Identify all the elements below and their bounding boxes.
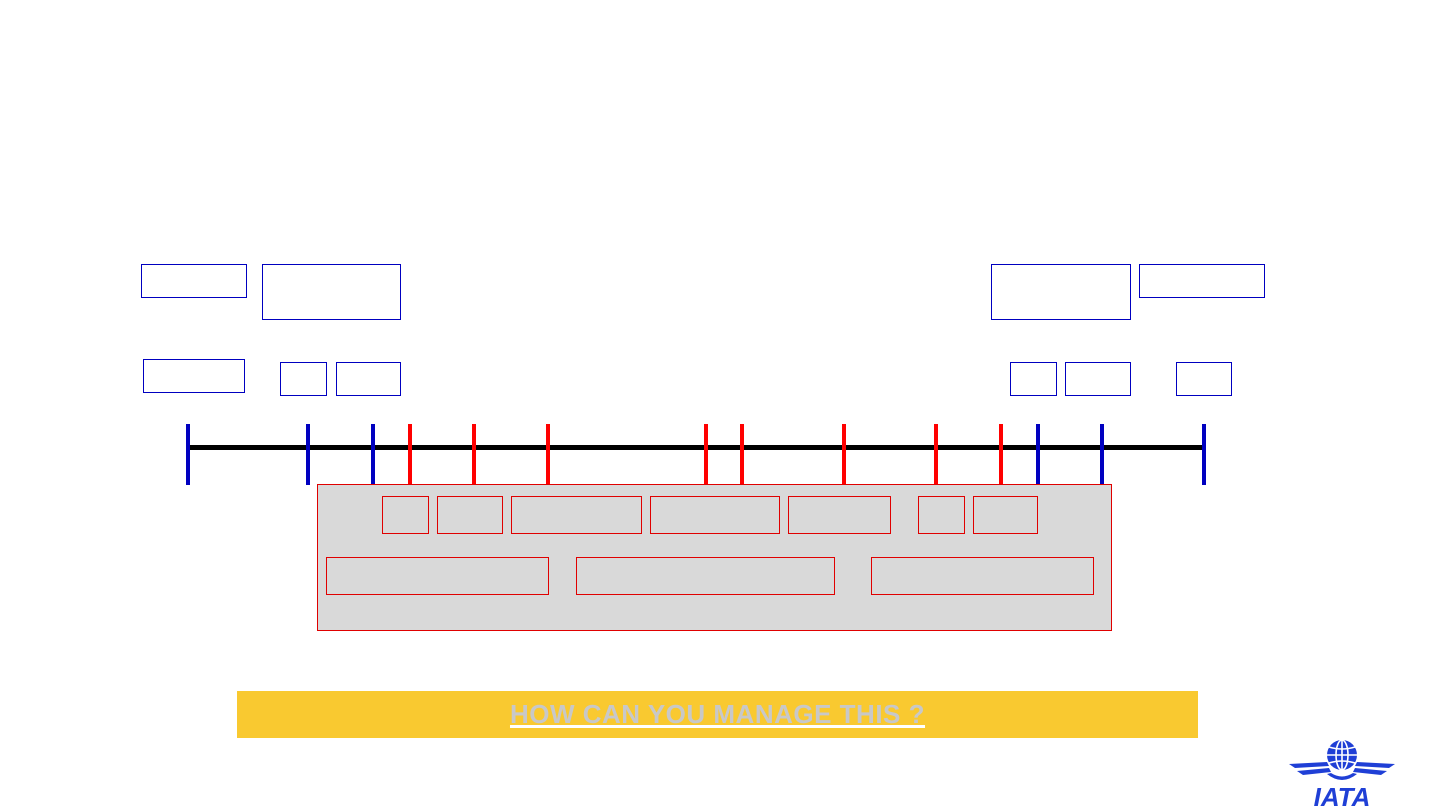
timeline-tick-red bbox=[704, 424, 708, 485]
blue-box-mid-5 bbox=[1065, 362, 1131, 396]
timeline-tick-red bbox=[472, 424, 476, 485]
timeline-tick-blue bbox=[306, 424, 310, 485]
blue-box-top-4 bbox=[1139, 264, 1265, 298]
timeline-tick-red bbox=[842, 424, 846, 485]
timeline-tick-red bbox=[546, 424, 550, 485]
timeline-tick-blue bbox=[186, 424, 190, 485]
blue-box-mid-2 bbox=[280, 362, 327, 396]
red-box-row2-3 bbox=[871, 557, 1094, 595]
blue-box-top-3 bbox=[991, 264, 1131, 320]
blue-box-mid-1 bbox=[143, 359, 245, 393]
red-box-row1-7 bbox=[973, 496, 1038, 534]
red-box-row1-4 bbox=[650, 496, 780, 534]
blue-box-mid-6 bbox=[1176, 362, 1232, 396]
blue-box-mid-4 bbox=[1010, 362, 1057, 396]
iata-globe-wings-icon bbox=[1289, 739, 1395, 780]
timeline-axis bbox=[189, 445, 1205, 450]
timeline-tick-blue bbox=[1202, 424, 1206, 485]
red-box-row2-1 bbox=[326, 557, 549, 595]
timeline-tick-red bbox=[934, 424, 938, 485]
timeline-tick-blue bbox=[1100, 424, 1104, 485]
red-box-row1-6 bbox=[918, 496, 965, 534]
iata-logo-text: IATA bbox=[1314, 782, 1371, 808]
red-box-row1-3 bbox=[511, 496, 642, 534]
blue-box-top-1 bbox=[141, 264, 247, 298]
red-box-row1-1 bbox=[382, 496, 429, 534]
blue-box-top-2 bbox=[262, 264, 401, 320]
question-banner: HOW CAN YOU MANAGE THIS ? bbox=[237, 691, 1198, 738]
banner-text: HOW CAN YOU MANAGE THIS ? bbox=[509, 699, 926, 729]
blue-box-mid-3 bbox=[336, 362, 401, 396]
timeline-tick-red bbox=[999, 424, 1003, 485]
timeline-tick-blue bbox=[371, 424, 375, 485]
timeline-tick-red bbox=[740, 424, 744, 485]
red-box-row1-5 bbox=[788, 496, 891, 534]
red-box-row1-2 bbox=[437, 496, 503, 534]
iata-logo: IATA bbox=[1289, 739, 1395, 808]
red-box-row2-2 bbox=[576, 557, 835, 595]
timeline-tick-blue bbox=[1036, 424, 1040, 485]
timeline-tick-red bbox=[408, 424, 412, 485]
grey-panel bbox=[317, 484, 1112, 631]
